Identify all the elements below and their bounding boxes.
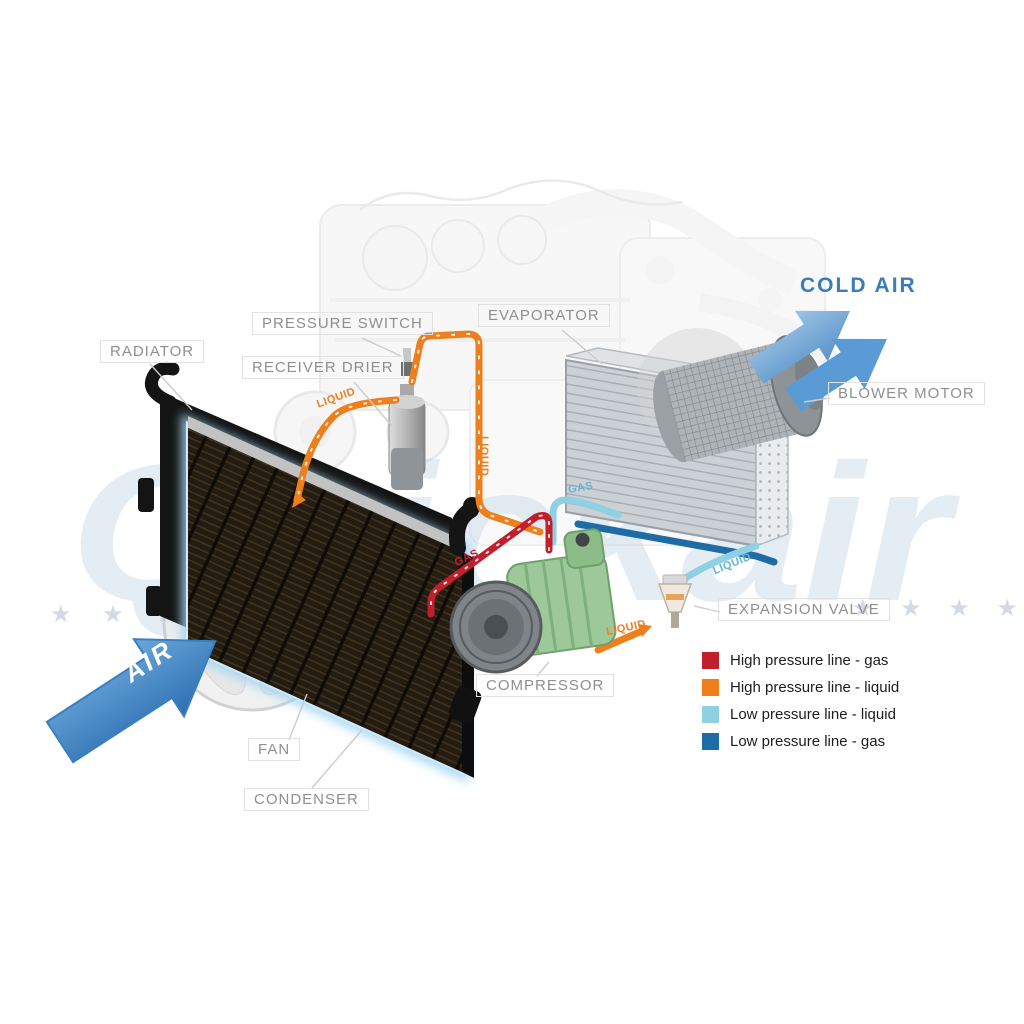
- pipe-label-liquid-b: LIQUID: [478, 436, 490, 477]
- air-arrow: [45, 638, 217, 764]
- compressor-graphic: [449, 528, 617, 674]
- expansion-valve-graphic: [657, 574, 693, 628]
- cold-air-arrow-2: [785, 338, 887, 412]
- label-condenser: CONDENSER: [244, 788, 369, 811]
- label-receiver-drier: RECEIVER DRIER: [242, 356, 404, 379]
- pressure-switch-graphic: [401, 348, 413, 376]
- leader-lines: [149, 329, 831, 789]
- label-cold-air: COLD AIR: [800, 274, 917, 297]
- legend-row-hp-gas: High pressure line - gas: [702, 652, 899, 669]
- cold-air-arrow-1: [748, 310, 850, 384]
- legend-row-lp-gas: Low pressure line - gas: [702, 733, 899, 750]
- watermark-stars-right: ★ ★ ★ ★: [852, 595, 1024, 622]
- pipe-lp-gas-under-evap: [574, 520, 778, 566]
- label-blower-motor: BLOWER MOTOR: [828, 382, 985, 405]
- receiver-drier-graphic: [388, 384, 426, 490]
- legend-swatch-lp-gas: [702, 733, 719, 750]
- legend-row-lp-liquid: Low pressure line - liquid: [702, 706, 899, 723]
- label-expansion-valve: EXPANSION VALVE: [718, 598, 890, 621]
- legend-swatch-hp-gas: [702, 652, 719, 669]
- pipe-hp-liquid-to-condenser: [293, 396, 400, 504]
- legend-label-lp-gas: Low pressure line - gas: [730, 733, 886, 750]
- legend-swatch-lp-liquid: [702, 706, 719, 723]
- label-evaporator: EVAPORATOR: [478, 304, 610, 327]
- pipe-lp-gas-to-compressor: [549, 496, 622, 546]
- legend: High pressure line - gas High pressure l…: [702, 652, 899, 750]
- legend-label-lp-liquid: Low pressure line - liquid: [730, 706, 896, 723]
- pipe-hp-gas: [427, 512, 553, 618]
- legend-label-hp-gas: High pressure line - gas: [730, 652, 889, 669]
- legend-row-hp-liquid: High pressure line - liquid: [702, 679, 899, 696]
- pipe-hp-liquid-to-valve: [594, 627, 646, 654]
- legend-label-hp-liquid: High pressure line - liquid: [730, 679, 900, 696]
- label-pressure-switch: PRESSURE SWITCH: [252, 312, 433, 335]
- legend-swatch-hp-liquid: [702, 679, 719, 696]
- label-fan: FAN: [248, 738, 301, 761]
- label-radiator: RADIATOR: [100, 340, 205, 363]
- condenser-graphic: [181, 413, 482, 783]
- label-compressor: COMPRESSOR: [476, 674, 615, 697]
